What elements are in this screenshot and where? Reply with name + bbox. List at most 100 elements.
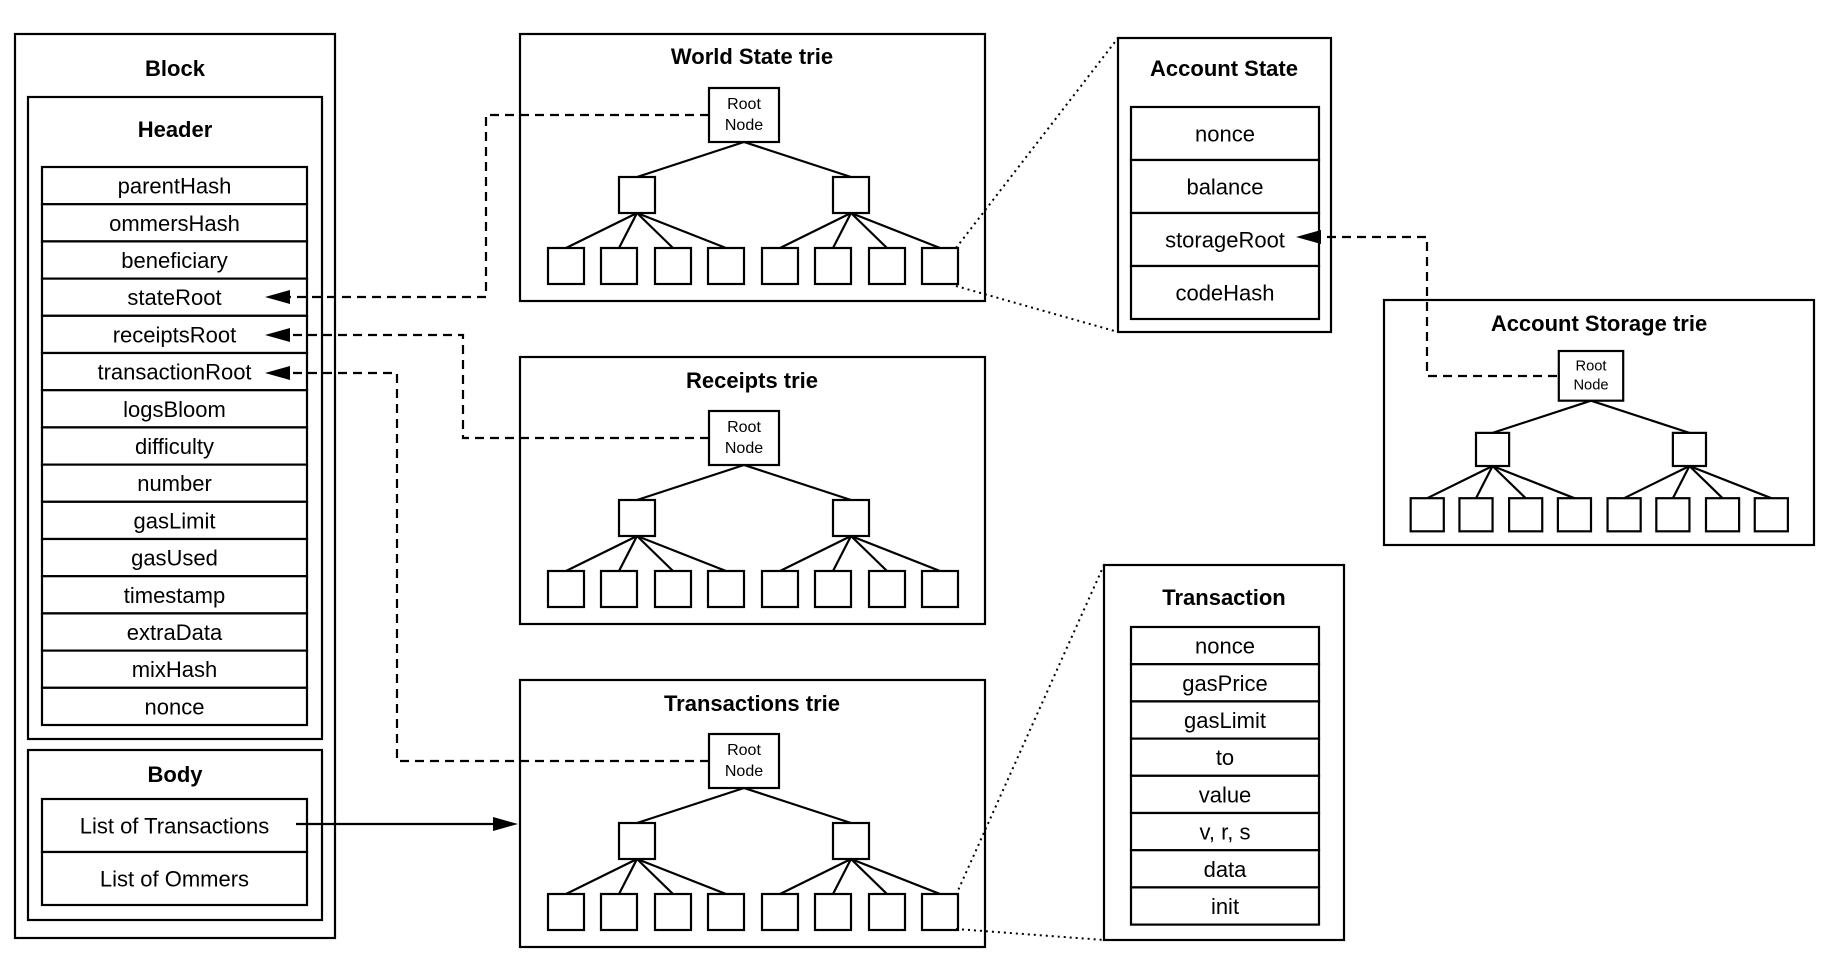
trie-edge xyxy=(1688,465,1724,499)
trie-leaf-node xyxy=(706,892,746,932)
trie-leaf-node xyxy=(760,892,800,932)
header-field-cell xyxy=(40,575,309,615)
body-field-cell xyxy=(40,797,309,854)
trie-leaf-node xyxy=(1409,497,1445,533)
trie-root-label-line2: Node xyxy=(725,440,763,457)
world-state-trie-frame xyxy=(518,32,987,303)
trie-edge xyxy=(850,858,888,895)
trie-leaf-node xyxy=(599,892,639,932)
block-title: Block xyxy=(145,56,206,81)
trie-edge xyxy=(1689,464,1772,500)
trie-edge xyxy=(636,534,727,573)
transactions-trie-frame xyxy=(518,678,987,949)
transaction-field-label: value xyxy=(1199,782,1252,807)
transaction-panel: Transaction noncegasPricegasLimittovalue… xyxy=(1102,563,1346,942)
trie-edge xyxy=(618,858,638,895)
trie-leaf-node xyxy=(813,569,853,609)
trie-leaf-node xyxy=(1704,497,1741,533)
transaction-title: Transaction xyxy=(1162,585,1285,610)
transaction-field-label: init xyxy=(1211,894,1239,919)
trie-leaf-node xyxy=(546,246,586,286)
transaction-field-label: nonce xyxy=(1195,634,1255,659)
trie-root-node xyxy=(1557,349,1625,402)
trie-edge xyxy=(1492,464,1575,500)
trie-branch-node xyxy=(831,821,871,861)
header-field-cell xyxy=(40,351,309,392)
connectors xyxy=(265,37,1557,941)
zoom-line-world-top xyxy=(955,37,1119,249)
transaction-field-label: gasLimit xyxy=(1184,708,1266,733)
trie-edge xyxy=(743,786,852,825)
account-state-field-cell xyxy=(1129,211,1321,268)
transaction-field-cell xyxy=(1129,886,1321,926)
trie-edge xyxy=(565,858,638,895)
trie-edge xyxy=(618,212,638,249)
transaction-field-cell xyxy=(1129,774,1321,815)
trie-edge xyxy=(636,463,745,502)
storageroot-arrowhead xyxy=(1296,230,1321,244)
header-field-label: difficulty xyxy=(135,434,214,459)
trie-leaf-node xyxy=(706,569,746,609)
header-field-cell xyxy=(40,686,309,727)
trie-edge xyxy=(850,535,888,572)
trie-branch-node xyxy=(617,175,657,215)
trie-edge xyxy=(1426,465,1494,500)
body-field-label: List of Ommers xyxy=(100,867,249,892)
trie-root-label-line1: Root xyxy=(1575,358,1606,374)
trie-root-label-line2: Node xyxy=(1573,378,1608,394)
header-field-label: mixHash xyxy=(132,657,218,682)
trie-edge xyxy=(1623,465,1690,500)
trie-leaf-node xyxy=(813,892,853,932)
trie-leaf-node xyxy=(867,569,907,609)
trie-leaf-node xyxy=(920,892,960,932)
trie-leaf-node xyxy=(920,246,960,286)
trie-leaf-node xyxy=(867,892,907,932)
trie-branch-node xyxy=(831,175,871,215)
trie-edge xyxy=(636,535,674,572)
trie-leaf-node xyxy=(1458,497,1494,533)
header-field-label: beneficiary xyxy=(121,248,227,273)
account-state-field-cell xyxy=(1129,264,1321,321)
trie-edge xyxy=(779,858,852,895)
trie-root-label-line1: Root xyxy=(727,96,761,113)
transactionroot-arrowhead xyxy=(265,366,290,380)
trie-edge xyxy=(636,212,674,249)
stateroot-arrowhead xyxy=(265,290,290,304)
trie-edge xyxy=(565,535,638,572)
trie-edge xyxy=(850,857,941,896)
trie-edge xyxy=(1590,399,1690,434)
trie-edge xyxy=(1491,465,1527,499)
header-field-label: gasLimit xyxy=(134,508,216,533)
trie-edge xyxy=(779,535,852,572)
trie-leaf-node xyxy=(760,569,800,609)
transaction-field-label: data xyxy=(1204,857,1248,882)
trie-edge xyxy=(850,211,941,250)
trie-branch-node xyxy=(831,498,871,538)
header-field-cell xyxy=(40,203,309,243)
trie-edge xyxy=(832,212,852,249)
trie-edge xyxy=(743,463,852,502)
header-field-label: timestamp xyxy=(124,583,225,608)
block-panel: Block Header parentHashommersHashbenefic… xyxy=(13,32,337,940)
header-field-label: transactionRoot xyxy=(97,360,251,385)
trie-leaf-node xyxy=(867,246,907,286)
trie-root-label-line1: Root xyxy=(727,419,761,436)
header-field-label: logsBloom xyxy=(123,397,226,422)
header-field-label: stateRoot xyxy=(127,285,221,310)
trie-edge xyxy=(779,212,852,249)
header-field-label: ommersHash xyxy=(109,211,240,236)
trie-edge xyxy=(1671,465,1691,499)
trie-edge xyxy=(565,212,638,249)
trie-leaf-node xyxy=(546,892,586,932)
header-title: Header xyxy=(138,117,213,142)
world-state-trie-title: World State trie xyxy=(671,44,833,69)
trie-root-node xyxy=(707,86,781,144)
